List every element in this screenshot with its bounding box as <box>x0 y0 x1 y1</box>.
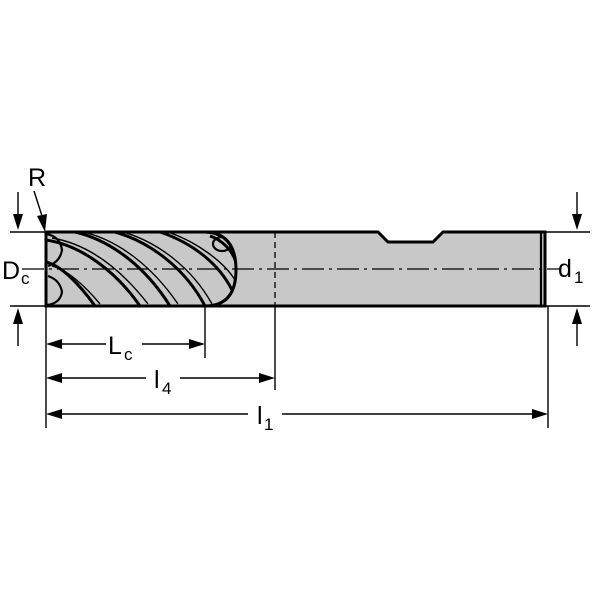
arrow-left-icon <box>46 409 62 419</box>
shank-diameter-subscript: 1 <box>574 268 583 287</box>
overall-length-label: l <box>257 402 263 430</box>
cutting-diameter-subscript: c <box>21 269 30 288</box>
cutting-diameter-label: D <box>2 257 20 285</box>
corner-radius-label: R <box>28 164 46 192</box>
shank-start-length-subscript: 4 <box>162 379 171 398</box>
arrow-right-icon <box>259 373 275 383</box>
cutting-length-dimension: L c <box>46 332 205 364</box>
shank-diameter-dimension: d 1 <box>558 192 583 346</box>
cutting-diameter-dimension: D c <box>2 192 30 346</box>
helical-flutes <box>46 232 236 306</box>
arrow-left-icon <box>46 373 62 383</box>
extension-lines <box>10 231 590 428</box>
overall-length-dimension: l 1 <box>46 402 548 434</box>
arrow-left-icon <box>46 339 62 349</box>
arrow-up-icon <box>572 308 582 324</box>
arrow-right-icon <box>532 409 548 419</box>
arrow-down-icon <box>572 214 582 230</box>
arrow-right-icon <box>189 339 205 349</box>
cutting-end-face <box>45 232 64 307</box>
overall-length-subscript: 1 <box>264 415 273 434</box>
shank-start-length-label: l <box>154 366 160 394</box>
leader-arrow-icon <box>37 214 47 232</box>
shank-start-length-dimension: l 4 <box>46 366 275 398</box>
arrow-up-icon <box>13 308 23 324</box>
shank-diameter-label: d <box>558 255 572 283</box>
cutting-length-label: L <box>108 332 122 360</box>
corner-radius-callout: R <box>28 164 47 232</box>
cutting-length-subscript: c <box>124 345 133 364</box>
arrow-down-icon <box>13 214 23 230</box>
